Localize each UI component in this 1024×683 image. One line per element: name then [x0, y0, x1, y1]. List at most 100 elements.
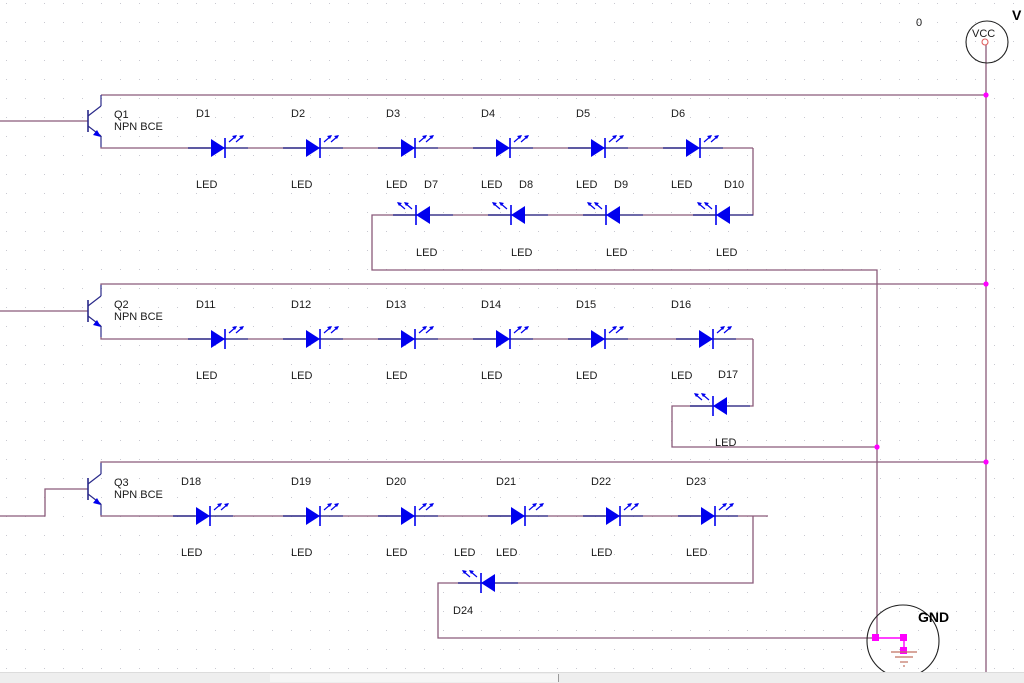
led-d11[interactable]: [188, 326, 248, 349]
led-reference-label: D15: [576, 299, 596, 311]
led-reference-label: D1: [196, 108, 210, 120]
emission-arrowhead: [217, 503, 222, 507]
emission-arrowhead: [714, 135, 719, 139]
led-triangle: [496, 139, 510, 157]
emission-arrowhead: [327, 135, 332, 139]
led-reference-label: D11: [196, 299, 215, 311]
led-d4[interactable]: [473, 135, 533, 158]
led-d6[interactable]: [663, 135, 723, 158]
led-d12[interactable]: [283, 326, 343, 349]
led-value-label: LED: [671, 370, 692, 382]
led-triangle: [306, 507, 320, 525]
transistor-collector-lead: [87, 295, 102, 307]
emission-arrowhead: [334, 135, 339, 139]
emission-arrowhead: [532, 503, 537, 507]
led-d16[interactable]: [676, 326, 736, 349]
led-d7[interactable]: [393, 202, 453, 225]
transistor-collector-lead: [87, 105, 102, 117]
led-value-label: LED: [291, 370, 312, 382]
emission-arrowhead: [720, 326, 725, 330]
transistor-emitter-arrow: [93, 498, 101, 505]
led-triangle: [701, 507, 715, 525]
led-d22[interactable]: [583, 503, 643, 526]
led-d5[interactable]: [568, 135, 628, 158]
emission-arrowhead: [327, 503, 332, 507]
led-d8[interactable]: [488, 202, 548, 225]
led-triangle: [591, 139, 605, 157]
vcc-corner-label: V: [1012, 7, 1022, 23]
emission-arrowhead: [422, 326, 427, 330]
emission-arrowhead: [517, 326, 522, 330]
emission-arrowhead: [697, 202, 702, 206]
led-value-label: LED: [576, 370, 597, 382]
horizontal-scrollbar[interactable]: [0, 672, 1024, 683]
led-triangle: [211, 330, 225, 348]
led-d21[interactable]: [488, 503, 548, 526]
led-d13[interactable]: [378, 326, 438, 349]
led-value-label: LED: [386, 179, 407, 191]
led-value-label: LED: [686, 547, 707, 559]
led-d1[interactable]: [188, 135, 248, 158]
transistor-q2[interactable]: [87, 285, 102, 337]
led-reference-label: D14: [481, 299, 501, 311]
led-value-label: LED: [671, 179, 692, 191]
emission-arrowhead: [524, 326, 529, 330]
emission-arrowhead: [224, 503, 229, 507]
led-triangle: [686, 139, 700, 157]
collector-wire: [100, 461, 986, 463]
led-reference-label: D20: [386, 476, 406, 488]
scrollbar-thumb[interactable]: [270, 674, 559, 682]
led-d14[interactable]: [473, 326, 533, 349]
led-d17[interactable]: [690, 393, 750, 416]
gnd-pin: [872, 634, 879, 641]
transistor-q3[interactable]: [87, 463, 102, 515]
junction-dot: [874, 444, 880, 450]
vcc-label: VCC: [972, 28, 995, 40]
led-d19[interactable]: [283, 503, 343, 526]
led-value-label: LED: [386, 547, 407, 559]
emission-arrowhead: [587, 202, 592, 206]
emission-arrowhead: [729, 503, 734, 507]
led-value-label: LED: [481, 179, 502, 191]
led-reference-label: D9: [614, 179, 628, 191]
led-value-label: LED: [576, 179, 597, 191]
led-reference-label: D2: [291, 108, 305, 120]
emission-arrowhead: [469, 570, 474, 574]
led-d23[interactable]: [678, 503, 738, 526]
led-d2[interactable]: [283, 135, 343, 158]
emitter-wire: [100, 337, 753, 340]
led-d18[interactable]: [173, 503, 233, 526]
led-d9[interactable]: [583, 202, 643, 225]
emission-arrowhead: [627, 503, 632, 507]
led-d20[interactable]: [378, 503, 438, 526]
emission-arrowhead: [701, 393, 706, 397]
led-value-label: LED: [511, 247, 532, 259]
transistor-q1[interactable]: [87, 95, 102, 147]
led-d3[interactable]: [378, 135, 438, 158]
emission-arrowhead: [517, 135, 522, 139]
return-wire-row3: [437, 516, 877, 639]
led-value-label: LED: [454, 547, 475, 559]
led-triangle: [606, 206, 620, 224]
transistor-emitter-arrow: [93, 130, 101, 137]
emission-arrowhead: [232, 135, 237, 139]
emission-arrowhead: [397, 202, 402, 206]
led-reference-label: D16: [671, 299, 691, 311]
emission-arrowhead: [634, 503, 639, 507]
emission-arrowhead: [612, 135, 617, 139]
transistor-type-label: NPN BCE: [114, 311, 163, 323]
led-d24[interactable]: [458, 570, 518, 593]
led-reference-label: D13: [386, 299, 406, 311]
led-triangle: [511, 507, 525, 525]
led-triangle: [416, 206, 430, 224]
transistor-reference-label: Q2: [114, 299, 129, 311]
led-reference-label: D18: [181, 476, 201, 488]
led-reference-label: D17: [718, 369, 738, 381]
led-d10[interactable]: [693, 202, 753, 225]
led-reference-label: D4: [481, 108, 495, 120]
led-d15[interactable]: [568, 326, 628, 349]
emission-arrowhead: [327, 326, 332, 330]
